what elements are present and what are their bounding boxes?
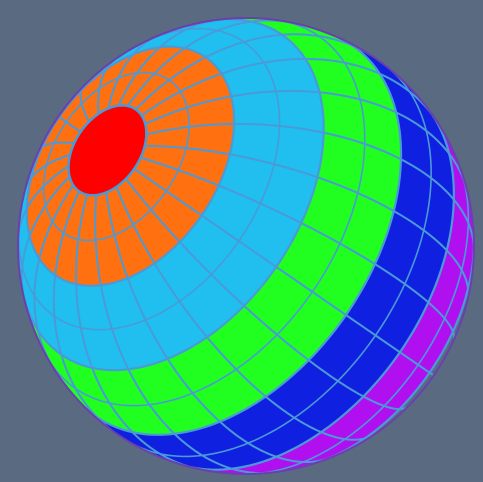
segmented-sphere-render (0, 0, 483, 482)
render-viewport (0, 0, 483, 482)
